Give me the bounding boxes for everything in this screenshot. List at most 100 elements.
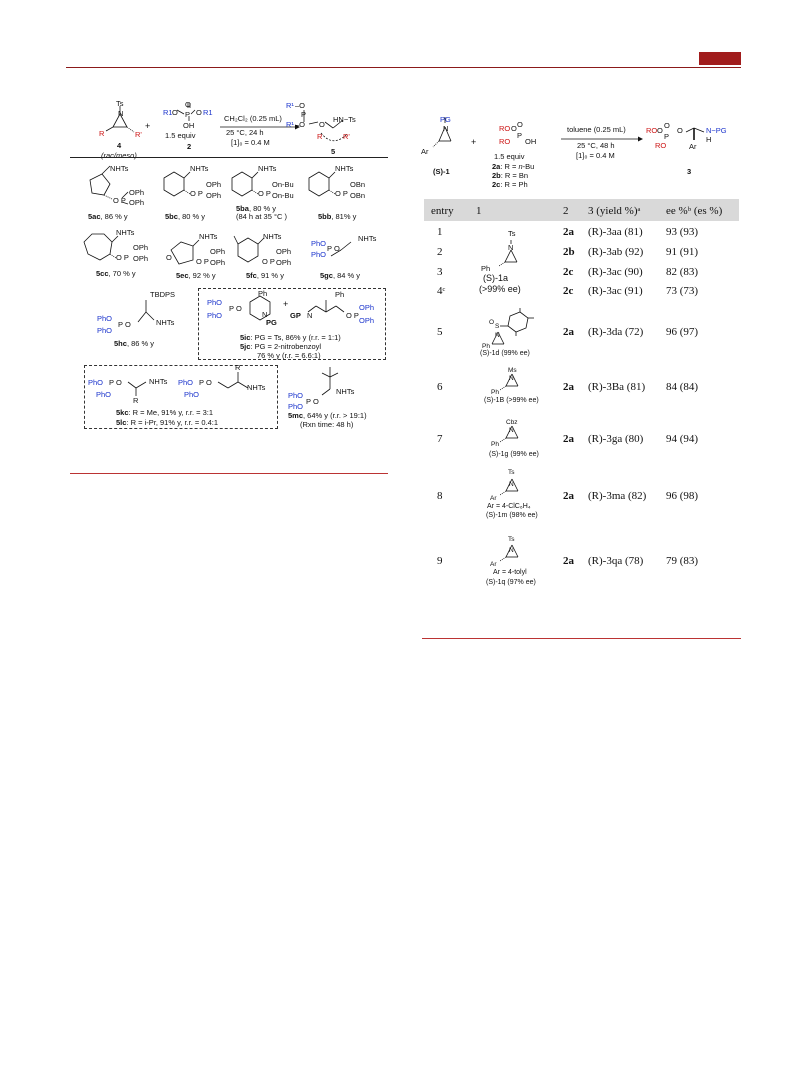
label-oph: OPh xyxy=(210,258,226,267)
cell-product: (R)-3da (72) xyxy=(588,326,644,338)
plus-sign: + xyxy=(145,121,151,131)
label-nhts: NHTs xyxy=(263,232,282,241)
right-aziridine-n: N xyxy=(443,124,449,133)
prod-rp: R' xyxy=(343,132,350,141)
product-caption-5kc: 5kc: R = Me, 91% y, r.r. = 3:1 xyxy=(116,408,213,417)
right-aziridine-pg: PG xyxy=(440,115,451,124)
prod-r1-bottom: R¹ xyxy=(286,120,294,129)
label-o-p: O P xyxy=(335,189,348,198)
header-tab xyxy=(699,52,741,65)
substrate-1q-n: N xyxy=(509,547,514,554)
cell-acid: 2a xyxy=(563,433,574,445)
right-prod-npg: N−PG xyxy=(706,126,727,135)
substrate-1d-caption: (S)-1d (99% ee) xyxy=(480,350,530,357)
acid-oh: OH xyxy=(183,121,195,130)
label-obn: OBn xyxy=(350,191,366,200)
product-caption-5ec: 5ec, 92 % y xyxy=(176,271,216,280)
label-pho: PhO xyxy=(97,326,113,335)
compound-1-label: (S)-1 xyxy=(433,167,450,176)
structure-5bb xyxy=(308,171,336,197)
right-cond-conc: [1]₀ = 0.4 M xyxy=(576,151,615,160)
product-caption-5jc: 5jc: PG = 2-nitrobenzoyl xyxy=(240,342,322,351)
substrate-1m-sub: Ts xyxy=(508,469,515,476)
label-n: N xyxy=(262,310,268,319)
cell-ee: 96 (97) xyxy=(666,326,699,338)
product-caption-5ic: 5ic: PG = Ts, 86% y (r.r. = 1:1) xyxy=(240,333,341,342)
product-caption-5ac: 5ac, 86 % y xyxy=(88,212,128,221)
right-aziridine-ar: Ar xyxy=(421,147,429,156)
right-acid-o-top: O xyxy=(517,120,523,129)
substrate-1a-n: N xyxy=(508,243,514,252)
cell-entry: 4ᶜ xyxy=(437,285,446,297)
table-header-band xyxy=(424,199,739,221)
label-nhts: NHTs xyxy=(149,377,168,386)
substrate-1d-structure xyxy=(491,308,534,345)
structure-5cc xyxy=(83,233,119,261)
table-header-entry: entry xyxy=(431,205,454,217)
label-oph: OPh xyxy=(206,191,222,200)
cell-acid: 2c xyxy=(563,266,574,278)
right-prod-p: P xyxy=(664,132,670,141)
product-note-5jc: 76 % y (r.r. = 6.6:1) xyxy=(257,351,321,360)
right-prod-h: H xyxy=(706,135,712,144)
label-o-p: O P xyxy=(190,189,203,198)
substrate-1g-ar: Ph xyxy=(491,441,499,448)
cell-ee: 73 (73) xyxy=(666,285,699,297)
scheme-divider xyxy=(70,157,388,158)
cell-acid: 2a xyxy=(563,381,574,393)
cell-acid: 2b xyxy=(563,246,575,258)
cell-ee: 93 (93) xyxy=(666,226,699,238)
substrate-1m-def: Ar = 4-ClC₆H₄ xyxy=(487,503,531,510)
cell-ee: 96 (98) xyxy=(666,490,699,502)
cell-product: (R)-3ga (80) xyxy=(588,433,644,445)
label-o-p: O P xyxy=(113,196,126,205)
cell-product: (R)-3ab (92) xyxy=(588,246,644,258)
substrate-1a-structure xyxy=(498,240,518,267)
substrate-1m-n: N xyxy=(509,481,514,488)
cell-entry: 9 xyxy=(437,555,443,567)
product-note-5mc: (Rxn time: 48 h) xyxy=(300,420,354,429)
compound-4-label: 4 xyxy=(117,141,122,150)
aziridine-4-structure xyxy=(105,106,135,133)
label-ph: Ph xyxy=(258,289,268,298)
label-oph: OPh xyxy=(133,243,149,252)
table-header-ee: ee %ᵇ (es %) xyxy=(666,205,723,217)
label-oph: OPh xyxy=(210,247,226,256)
substrate-1B-caption: (S)-1B (>99% ee) xyxy=(484,397,539,404)
label-pho: PhO xyxy=(288,402,304,411)
substrate-1m-caption: (S)-1m (98% ee) xyxy=(486,512,538,519)
right-acid-2b: 2b: R = Bn xyxy=(492,171,529,180)
substrate-1a-ee: (>99% ee) xyxy=(479,284,521,294)
label-pho: PhO xyxy=(184,390,200,399)
structure-5hc xyxy=(137,300,155,323)
aziridine-4-r: R xyxy=(99,129,105,138)
product-caption-5lc: 5lc: R = i-Pr, 91% y, r.r. = 0.4:1 xyxy=(116,418,219,427)
substrate-1a-sub: Ts xyxy=(508,229,516,238)
structure-5lc xyxy=(217,372,249,389)
cell-product: (R)-3aa (81) xyxy=(588,226,643,238)
label-nhts: NHTs xyxy=(336,387,355,396)
label-ph: Ph xyxy=(335,290,345,299)
label-nhts: NHTs xyxy=(190,164,209,173)
label-p-o: P O xyxy=(306,397,319,406)
structure-5gc xyxy=(330,241,352,257)
label-nhts: NHTs xyxy=(258,164,277,173)
substrate-1q-def: Ar = 4-tolyl xyxy=(493,569,527,576)
substrate-1g-n: N xyxy=(509,427,514,434)
label-pho: PhO xyxy=(178,378,194,387)
compound-5-label: 5 xyxy=(331,147,336,156)
acid-o-top: O xyxy=(185,100,191,109)
substrate-1a-ar: Ph xyxy=(481,264,491,273)
substrate-1d-n: N xyxy=(495,332,500,339)
product-caption-5cc: 5cc, 70 % y xyxy=(96,269,136,278)
substrate-1d-sub: S xyxy=(495,323,500,330)
right-acid-p: P xyxy=(517,131,523,140)
aziridine-4-rp: R' xyxy=(135,130,142,139)
label-p-o: P O xyxy=(109,378,122,387)
substrate-1g-sub: Cbz xyxy=(506,419,518,426)
regio-box-5kc-5lc xyxy=(84,365,278,429)
cell-product: (R)-3qa (78) xyxy=(588,555,644,567)
label-gp: GP xyxy=(290,311,301,320)
label-pho: PhO xyxy=(311,239,327,248)
acid-r1-right: R1 xyxy=(203,108,213,117)
